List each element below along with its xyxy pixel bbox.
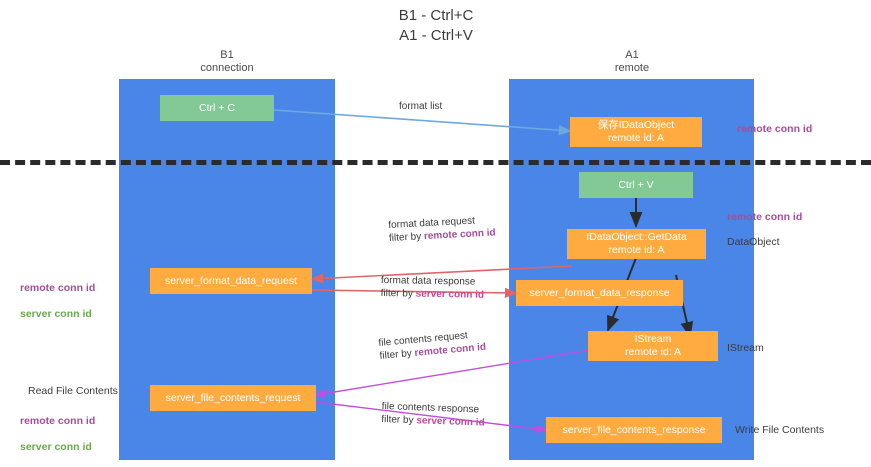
edge-label-filter: filter by server conn id	[381, 413, 485, 430]
filter-prefix: filter by	[381, 413, 417, 427]
node-istream[interactable]: IStream remote id: A	[588, 331, 718, 361]
annotation-remote-conn-id-mid: remote conn id	[727, 211, 803, 223]
filter-prefix: filter by	[379, 347, 416, 362]
node-label: IStream remote id: A	[624, 333, 682, 358]
annotation-remote-conn-id: remote conn id	[20, 282, 96, 294]
edge-label-file-contents-request: file contents request filter by remote c…	[378, 328, 487, 363]
column-header-b1: B1 connection	[200, 49, 254, 74]
annotation-remote-conn-id-2: remote conn id	[20, 415, 96, 427]
node-idataobject-getdata[interactable]: IDataObject::GetData remote id: A	[567, 229, 706, 259]
filter-value: remote conn id	[423, 227, 496, 243]
annotation-conn-ids-left-2: remote conn id server conn id	[20, 402, 95, 467]
annotation-conn-ids-left: remote conn id server conn id	[20, 269, 95, 334]
annotation-server-conn-id-2: server conn id	[20, 441, 92, 453]
node-label: 保存IDataObject remote id: A	[597, 119, 675, 144]
node-ctrl-c[interactable]: Ctrl + C	[160, 95, 274, 121]
node-label: server_format_data_response	[529, 286, 670, 299]
node-server-format-data-response[interactable]: server_format_data_response	[516, 280, 683, 306]
node-label: Ctrl + V	[618, 178, 654, 191]
node-label: Ctrl + C	[199, 101, 235, 114]
node-label: server_file_contents_request	[165, 391, 301, 404]
column-header-a1: A1 remote	[614, 49, 650, 74]
filter-value: server conn id	[415, 288, 485, 301]
page-title: B1 - Ctrl+C A1 - Ctrl+V	[398, 7, 474, 44]
annotation-server-conn-id: server conn id	[20, 308, 92, 320]
node-server-file-contents-response[interactable]: server_file_contents_response	[546, 417, 722, 443]
annotation-istream: IStream	[727, 342, 764, 354]
filter-prefix: filter by	[380, 287, 416, 300]
filter-value: server conn id	[416, 415, 485, 429]
node-label: server_format_data_request	[165, 274, 297, 287]
edge-label-format-list: format list	[399, 100, 442, 113]
annotation-remote-conn-id-top: remote conn id	[737, 123, 813, 135]
phase-divider	[0, 160, 871, 165]
edge-label-format-data-request: format data request filter by remote con…	[388, 213, 496, 245]
node-label: IDataObject::GetData remote id: A	[586, 231, 687, 256]
node-server-format-data-request[interactable]: server_format_data_request	[150, 268, 312, 294]
node-label: server_file_contents_response	[562, 423, 706, 436]
annotation-read-file-contents: Read File Contents	[28, 385, 118, 397]
annotation-write-file-contents: Write File Contents	[735, 424, 825, 436]
edge-label-filter: filter by server conn id	[381, 287, 485, 302]
edge-label-format-data-response: format data response filter by server co…	[381, 274, 485, 302]
node-server-file-contents-request[interactable]: server_file_contents_request	[150, 385, 316, 411]
node-save-idataobject[interactable]: 保存IDataObject remote id: A	[570, 117, 702, 147]
edge-label-file-contents-response: file contents response filter by server …	[381, 400, 485, 430]
filter-prefix: filter by	[388, 231, 425, 244]
annotation-dataobject: DataObject	[727, 236, 780, 248]
edge-label-line1: format list	[399, 101, 443, 112]
node-ctrl-v[interactable]: Ctrl + V	[579, 172, 693, 198]
